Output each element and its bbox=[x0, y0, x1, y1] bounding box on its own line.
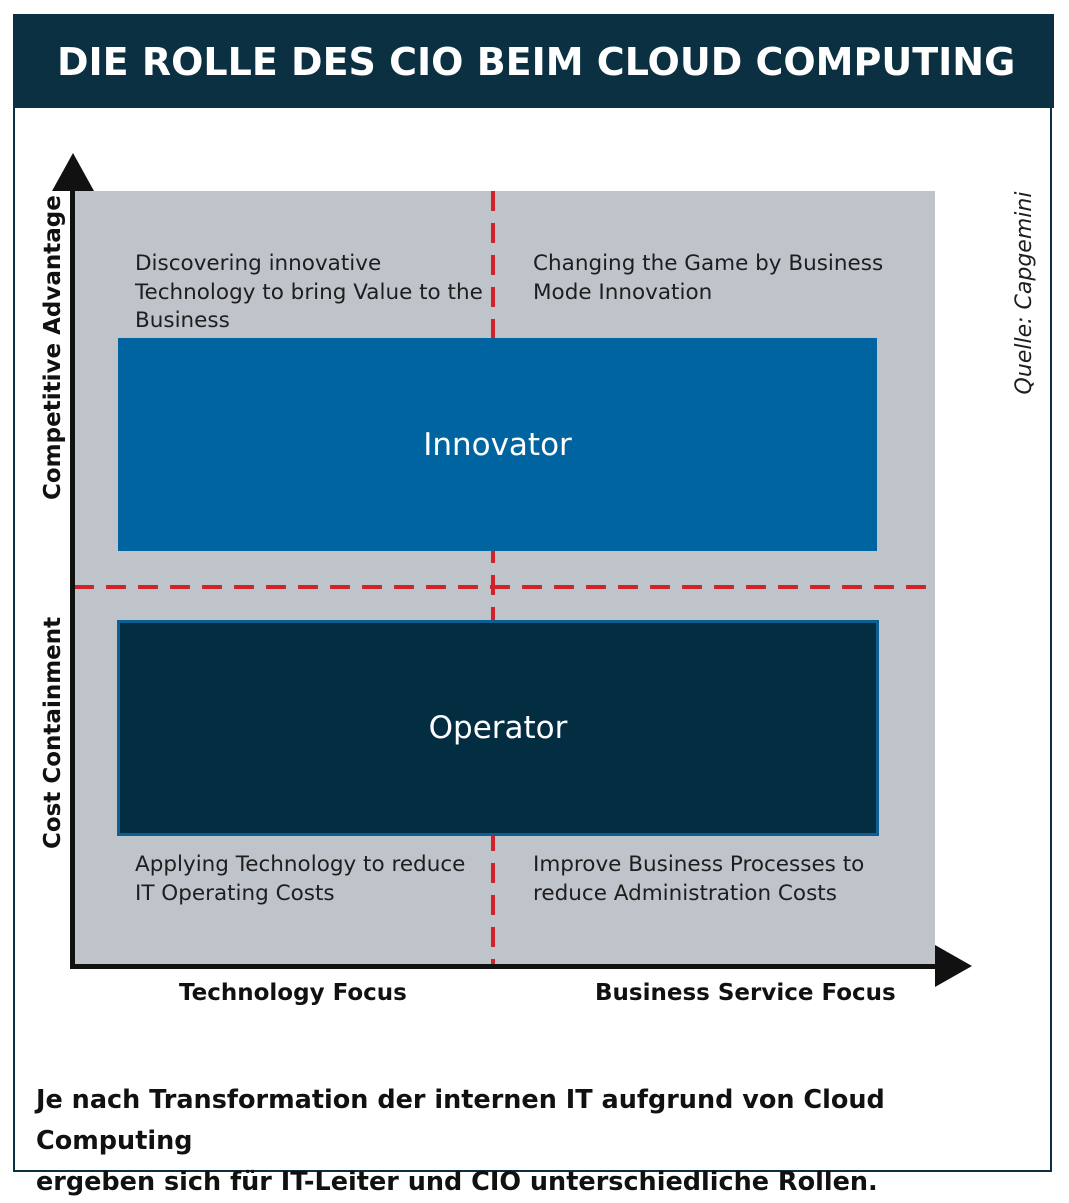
operator-box: Operator bbox=[117, 620, 879, 836]
vertical-divider bbox=[491, 191, 495, 965]
page-title: DIE ROLLE DES CIO BEIM CLOUD COMPUTING bbox=[57, 40, 1016, 84]
x-axis-label-right: Business Service Focus bbox=[595, 980, 896, 1006]
horizontal-divider bbox=[74, 585, 935, 589]
title-bar: DIE ROLLE DES CIO BEIM CLOUD COMPUTING bbox=[13, 14, 1054, 108]
quadrant-bottom-right-text: Improve Business Processes to reduce Adm… bbox=[533, 852, 865, 906]
quadrant-plot-area bbox=[74, 191, 935, 967]
y-axis-label-bottom: Cost Containment bbox=[40, 616, 66, 849]
operator-label: Operator bbox=[428, 710, 568, 746]
quadrant-top-left-text: Discovering innovative Technology to bri… bbox=[135, 251, 483, 333]
y-axis-label-top: Competitive Advantage bbox=[40, 195, 66, 500]
x-axis-arrow-icon bbox=[935, 945, 972, 987]
x-axis-label-left: Technology Focus bbox=[179, 980, 407, 1006]
figure-caption: Je nach Transformation der internen IT a… bbox=[36, 1085, 885, 1197]
quadrant-bottom-left-text: Applying Technology to reduce IT Operati… bbox=[135, 852, 466, 906]
innovator-box: Innovator bbox=[118, 338, 877, 551]
quadrant-top-right-text: Changing the Game by Business Mode Innov… bbox=[533, 251, 884, 305]
y-axis bbox=[70, 180, 75, 969]
x-axis bbox=[70, 964, 950, 969]
y-axis-arrow-icon bbox=[52, 153, 94, 191]
innovator-label: Innovator bbox=[423, 426, 572, 463]
source-credit: Quelle: Capgemini bbox=[1012, 191, 1037, 395]
